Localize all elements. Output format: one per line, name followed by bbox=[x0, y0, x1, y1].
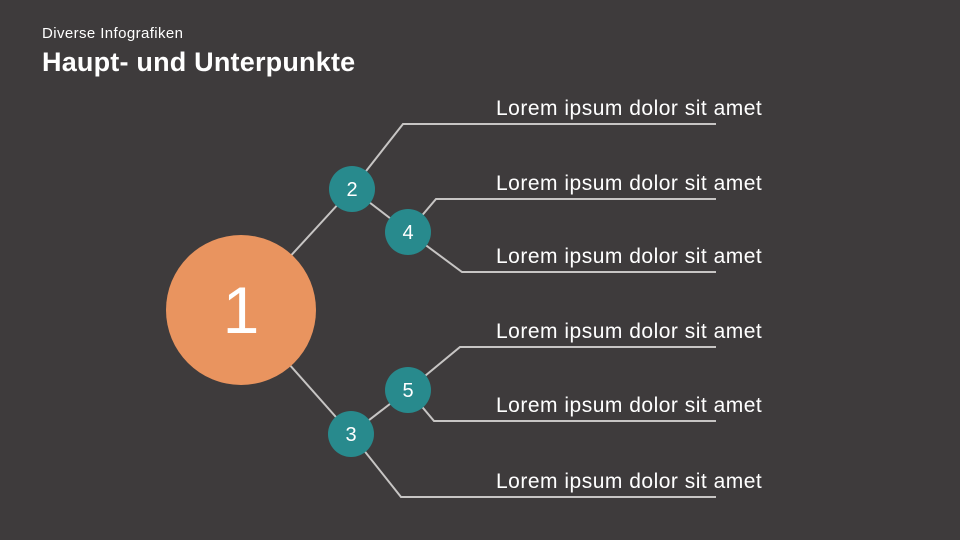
node-circle-4 bbox=[385, 209, 431, 255]
subpoint-label-1: Lorem ipsum dolor sit amet bbox=[496, 97, 762, 120]
root-circle bbox=[166, 235, 316, 385]
subpoint-label-5: Lorem ipsum dolor sit amet bbox=[496, 394, 762, 417]
node-number-2: 2 bbox=[346, 179, 357, 201]
node-number-4: 4 bbox=[402, 222, 413, 244]
node-circle-5 bbox=[385, 367, 431, 413]
subpoint-label-3: Lorem ipsum dolor sit amet bbox=[496, 245, 762, 268]
branch-line-item-2 bbox=[407, 198, 716, 233]
root-number: 1 bbox=[223, 273, 260, 347]
branch-line-item-1 bbox=[351, 123, 716, 190]
node-number-5: 5 bbox=[402, 380, 413, 402]
slide-subtitle: Diverse Infografiken bbox=[42, 25, 184, 42]
branch-line-item-4 bbox=[407, 346, 716, 391]
subpoint-label-2: Lorem ipsum dolor sit amet bbox=[496, 172, 762, 195]
node-number-3: 3 bbox=[345, 424, 356, 446]
node-circle-2 bbox=[329, 166, 375, 212]
branch-line-item-6 bbox=[350, 433, 716, 498]
subpoint-label-6: Lorem ipsum dolor sit amet bbox=[496, 470, 762, 493]
node-circle-3 bbox=[328, 411, 374, 457]
slide-header: Diverse Infografiken Haupt- und Unterpun… bbox=[42, 25, 355, 78]
subpoint-label-4: Lorem ipsum dolor sit amet bbox=[496, 320, 762, 343]
slide-title: Haupt- und Unterpunkte bbox=[42, 47, 356, 77]
